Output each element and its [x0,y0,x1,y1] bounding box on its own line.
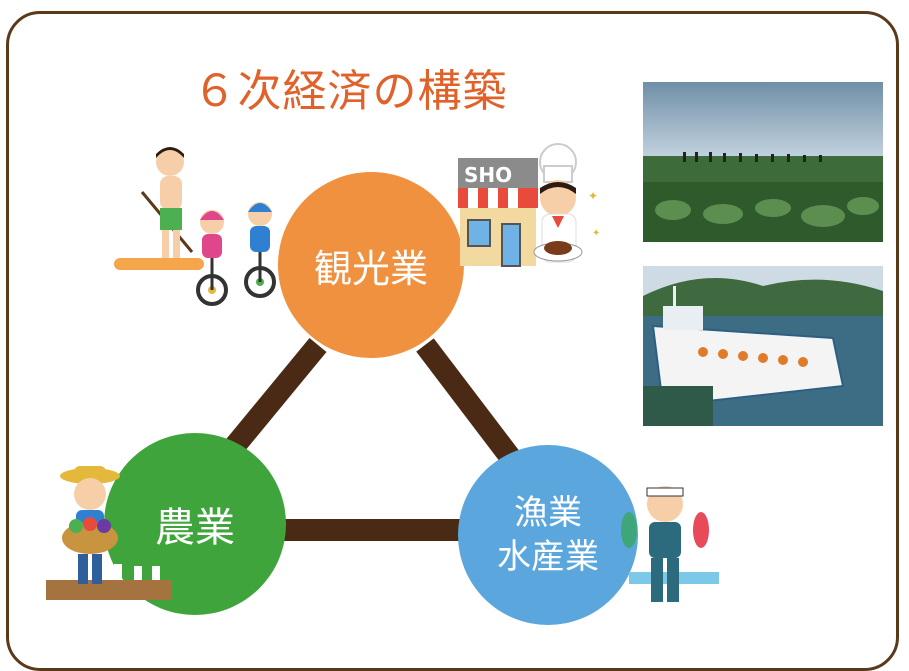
cabbage-field-photo [643,82,883,242]
shop-sign: SHO [464,163,512,187]
fishery-label-2: 水産業 [497,537,599,577]
page-title: ６次経済の構築 [192,66,508,117]
edge-tourism-fishery [416,338,529,477]
svg-text:✦: ✦ [592,228,600,239]
tourism-label: 観光業 [313,246,428,291]
shop-chef-icon: SHO ✦ ✦ [458,143,600,267]
farmer-icon [46,466,172,600]
svg-text:✦: ✦ [588,189,598,203]
fishery-label-1: 漁業 [514,493,582,533]
tourism-node: 観光業 [278,172,464,358]
family-cycling-icon [114,147,276,306]
fisherman-icon [621,486,719,602]
agriculture-label: 農業 [155,505,235,551]
fishery-node: 漁業 水産業 [458,445,638,625]
fishing-boat-photo [643,266,883,426]
